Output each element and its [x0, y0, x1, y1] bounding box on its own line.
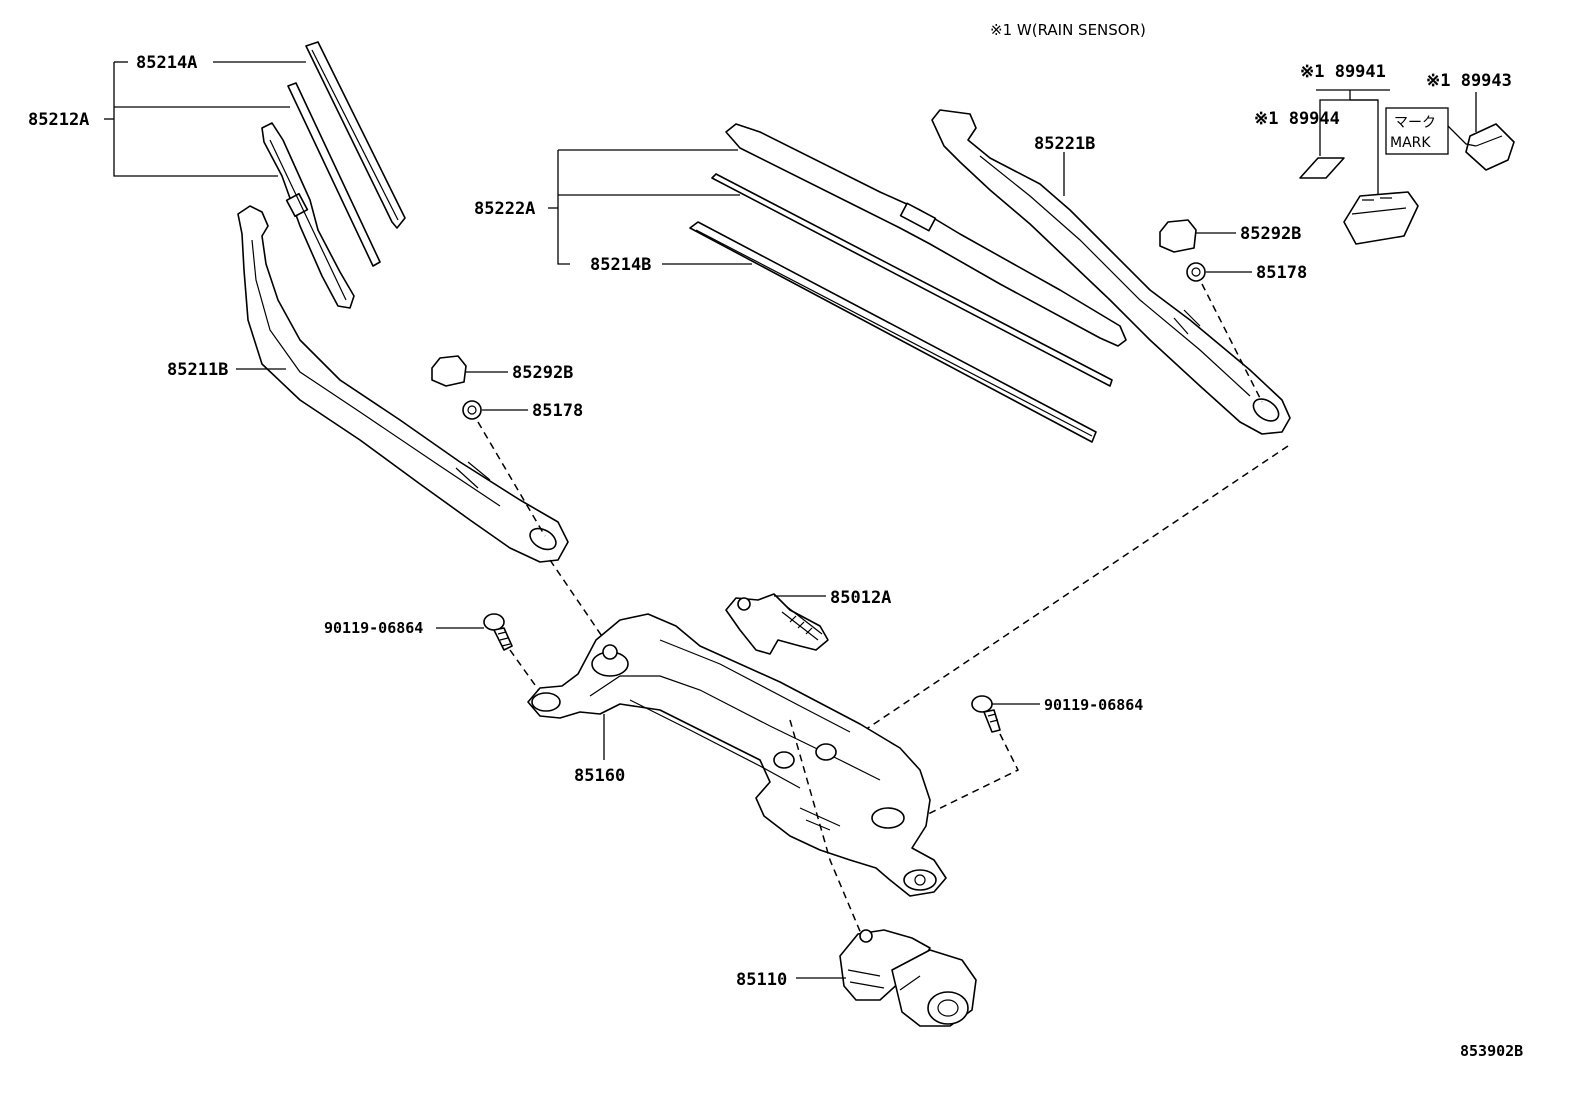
wiper-linkage-85160[interactable]: [527, 613, 947, 897]
label-89943: ※1 89943: [1426, 71, 1512, 91]
rain-sensor-note: ※1 W(RAIN SENSOR): [990, 21, 1146, 39]
label-90119-left: 90119-06864: [324, 619, 423, 637]
left-bolt-90119[interactable]: [483, 613, 513, 651]
label-85214A: 85214A: [136, 53, 197, 73]
right-cap-85292B[interactable]: [1159, 219, 1197, 253]
label-85160: 85160: [574, 766, 625, 786]
label-90119-right: 90119-06864: [1044, 696, 1143, 714]
right-blade-refill-85214B[interactable]: [689, 221, 1097, 443]
left-cap-85292B[interactable]: [431, 355, 467, 387]
left-blade-strip[interactable]: [287, 82, 381, 267]
label-89944: ※1 89944: [1254, 109, 1340, 129]
label-85221B: 85221B: [1034, 134, 1095, 154]
left-wiper-arm-85211B[interactable]: [237, 205, 569, 563]
label-85178-left: 85178: [532, 401, 583, 421]
right-nut-85178[interactable]: [1186, 262, 1206, 282]
right-blade-strip[interactable]: [711, 173, 1113, 387]
wiper-motor-85110[interactable]: [839, 929, 977, 1027]
label-85212A: 85212A: [28, 110, 89, 130]
label-85222A: 85222A: [474, 199, 535, 219]
mark-label-en: MARK: [1390, 135, 1431, 151]
label-85292B-right: 85292B: [1240, 224, 1301, 244]
rain-sensor-89941[interactable]: [1343, 191, 1419, 245]
rain-sensor-cover-89943[interactable]: [1465, 123, 1515, 171]
left-blade-frame[interactable]: [261, 122, 355, 309]
right-wiper-arm-85221B[interactable]: [931, 109, 1291, 435]
link-rod-85012A[interactable]: [725, 593, 829, 655]
left-blade-refill-85214A[interactable]: [305, 41, 406, 229]
drawing-number: 853902B: [1460, 1042, 1523, 1060]
label-85012A: 85012A: [830, 588, 891, 608]
left-nut-85178[interactable]: [462, 400, 482, 420]
label-89941: ※1 89941: [1300, 62, 1386, 82]
mark-label-jp: マーク: [1394, 115, 1436, 131]
right-bolt-90119[interactable]: [971, 695, 1001, 733]
label-85211B: 85211B: [167, 360, 228, 380]
label-85214B: 85214B: [590, 255, 651, 275]
label-85178-right: 85178: [1256, 263, 1307, 283]
label-85292B-left: 85292B: [512, 363, 573, 383]
mark-callout: マーク MARK: [1385, 107, 1477, 155]
right-blade-frame[interactable]: [725, 123, 1127, 347]
rain-sensor-pad-89944[interactable]: [1299, 157, 1345, 179]
label-85110: 85110: [736, 970, 787, 990]
